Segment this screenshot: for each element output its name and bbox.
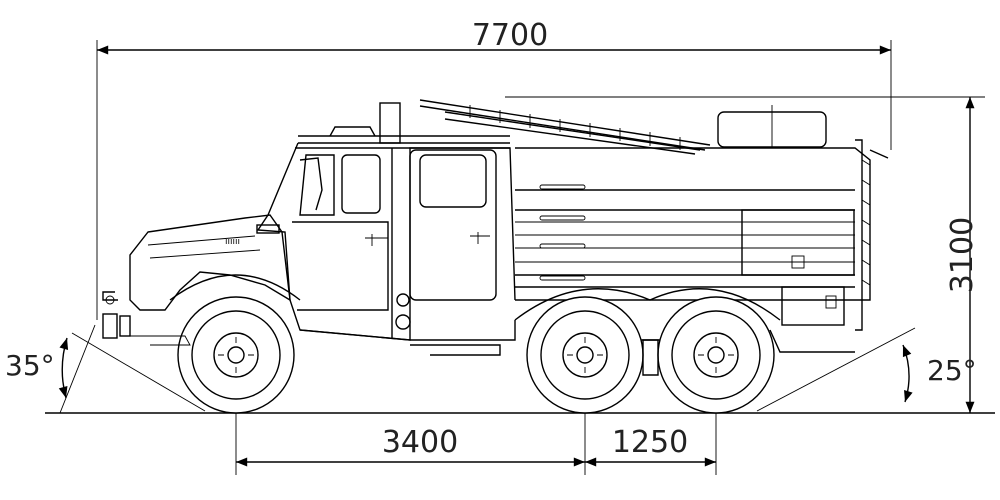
middle-wheel [526, 296, 644, 414]
wheelbase-rear-label: 1250 [612, 425, 688, 460]
cab-roof [298, 102, 510, 144]
cab [256, 142, 516, 341]
roof-ladder [419, 99, 711, 155]
rear-wheel [657, 296, 775, 414]
front-wheel [177, 296, 295, 414]
departure-angle-dimension [756, 327, 916, 412]
length-dimension [96, 40, 892, 320]
wheelbase-front-label: 3400 [382, 425, 458, 460]
axle-spring [130, 335, 659, 376]
approach-angle-dimension [58, 324, 206, 414]
svg-text:ıııııı: ıııııı [225, 237, 240, 247]
overall-length-label: 7700 [472, 18, 548, 53]
overall-height-label: 3100 [945, 217, 980, 293]
departure-angle-label: 25° [927, 354, 977, 387]
tank-body [515, 139, 889, 331]
approach-angle-label: 35° [5, 349, 55, 382]
wheel-arches [169, 274, 781, 321]
chassis [299, 293, 855, 356]
height-dimension [505, 96, 985, 413]
hood: ıııııı [102, 214, 291, 339]
roof-tank [717, 105, 827, 148]
